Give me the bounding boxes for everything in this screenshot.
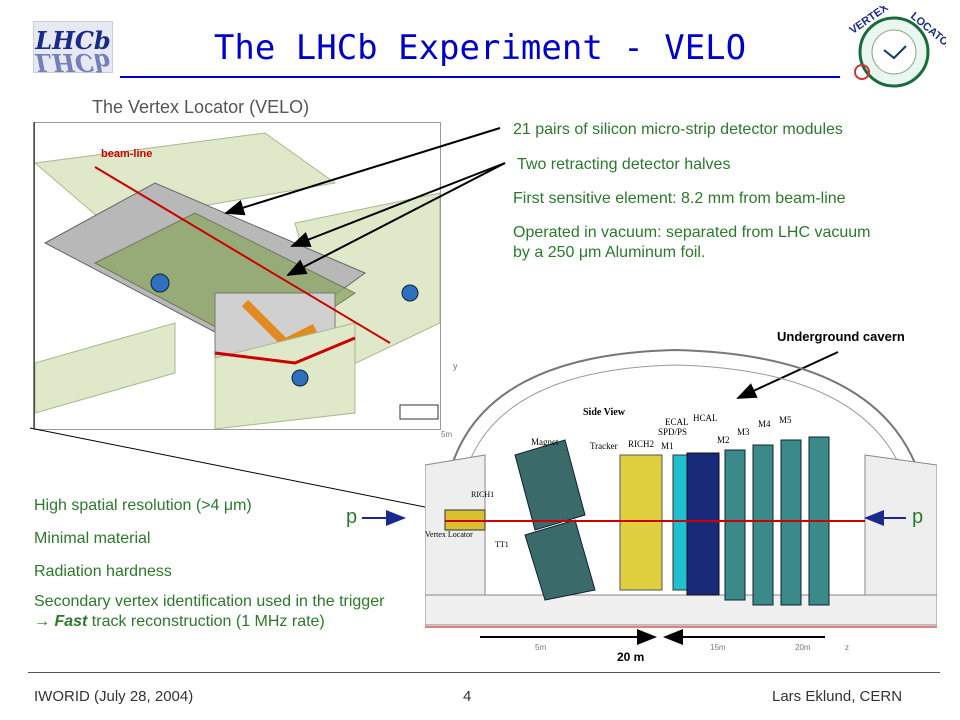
- y-5m-label: 5m: [441, 430, 452, 439]
- nikhef-logo: [399, 404, 439, 420]
- vertex-locator-label: Vertex Locator: [425, 530, 473, 539]
- m4-block: [780, 439, 802, 606]
- velo-red-frame: [214, 336, 356, 365]
- velo-logo: VERTEX LOCATOR: [848, 6, 946, 88]
- footer-page-number: 4: [463, 688, 472, 705]
- trigger-arrow: →: [34, 613, 50, 630]
- velo-flange-bottom: [291, 369, 309, 387]
- note-halves: Two retracting detector halves: [517, 156, 731, 173]
- z-axis-label: z: [845, 643, 849, 652]
- velo-beam-line: [94, 166, 391, 344]
- m4-label: M4: [758, 419, 771, 429]
- rich2-label: RICH2: [628, 439, 654, 449]
- z-15m-label: 15m: [710, 643, 726, 652]
- trigger-fast: Fast: [54, 613, 88, 630]
- note-first-element: First sensitive element: 8.2 mm from bea…: [513, 190, 846, 207]
- m2-label: M2: [717, 435, 730, 445]
- proton-left-label: p: [346, 506, 358, 528]
- magnet-upper: [514, 439, 586, 531]
- spd-ps-label: SPD/PS: [658, 427, 687, 437]
- note-vacuum: Operated in vacuum: separated from LHC v…: [513, 224, 871, 261]
- velo-logo-wheel: [854, 64, 870, 80]
- velo-detector-figure: beam-line: [33, 122, 441, 430]
- velo-flange-left: [150, 273, 170, 293]
- proton-right-label: p: [912, 506, 924, 528]
- note-trigger: Secondary vertex identification used in …: [34, 592, 454, 632]
- footer-rule: [28, 672, 940, 673]
- m3-block: [752, 444, 774, 606]
- z-5m-label: 5m: [535, 643, 546, 652]
- trigger-rest: track reconstruction (1 MHz rate): [87, 613, 325, 630]
- arrow-halves-b: [286, 162, 506, 276]
- slide-title: The LHCb Experiment - VELO: [213, 28, 747, 68]
- velo-subtitle: The Vertex Locator (VELO): [92, 97, 310, 117]
- arrow-modules: [224, 127, 501, 216]
- lhcb-logo-text: LHCb: [35, 26, 111, 55]
- magnet-lower: [524, 519, 596, 601]
- note-resolution: High spatial resolution (>4 μm): [34, 497, 252, 514]
- magnet-label: Magnet: [531, 437, 559, 447]
- trigger-line-2: → Fast track reconstruction (1 MHz rate): [34, 612, 454, 632]
- arrow-cavern: [736, 351, 839, 399]
- hcal-label: HCAL: [693, 413, 718, 423]
- velo-logo-track: [883, 45, 907, 60]
- tracker-label: Tracker: [590, 441, 618, 451]
- m2-block: [724, 449, 746, 601]
- velo-tank-bottom-left: [34, 322, 176, 414]
- note-material: Minimal material: [34, 530, 151, 547]
- velo-tank-top-left: [33, 132, 337, 224]
- cavern-vault-inner: [459, 364, 911, 496]
- footer-author: Lars Eklund, CERN: [772, 688, 903, 705]
- m1-label: M1: [661, 441, 674, 451]
- scale-label: 20 m: [617, 650, 644, 664]
- velo-drawing: beam-line: [33, 132, 441, 430]
- ecal-label: ECAL: [665, 417, 689, 427]
- lhcb-logo: LHCb LHCb: [33, 21, 113, 77]
- side-view-label: Side View: [583, 407, 626, 418]
- note-radiation: Radiation hardness: [34, 563, 172, 580]
- zoom-line-bottom: [29, 427, 441, 511]
- z-20m-label: 20m: [795, 643, 811, 652]
- rich1-label: RICH1: [471, 490, 494, 499]
- velo-logo-inner: [871, 29, 917, 75]
- cavern-wall-right: [864, 454, 937, 606]
- arrow-halves-a: [290, 162, 506, 247]
- cavern-label: Underground cavern: [777, 329, 905, 344]
- tt1-label: TT1: [495, 540, 509, 549]
- cavern-floor: [425, 594, 937, 626]
- rich2-block: [619, 454, 663, 591]
- footer-conference: IWORID (July 28, 2004): [34, 688, 194, 705]
- velo-tank-bottom-mid: [214, 322, 356, 430]
- trigger-line-1: Secondary vertex identification used in …: [34, 593, 385, 610]
- cavern-vault: [444, 348, 926, 496]
- hcal-block: [686, 452, 720, 596]
- note-modules: 21 pairs of silicon micro-strip detector…: [513, 121, 843, 138]
- m5-label: M5: [779, 415, 792, 425]
- cavern-side-view: Side View Magnet Tracker RICH2 M1 ECAL S…: [425, 348, 937, 664]
- velo-flange-right: [401, 284, 419, 302]
- y-axis-label: y: [453, 361, 458, 371]
- m3-label: M3: [737, 427, 750, 437]
- beam-line-label: beam-line: [101, 148, 152, 160]
- title-underline: [120, 76, 840, 78]
